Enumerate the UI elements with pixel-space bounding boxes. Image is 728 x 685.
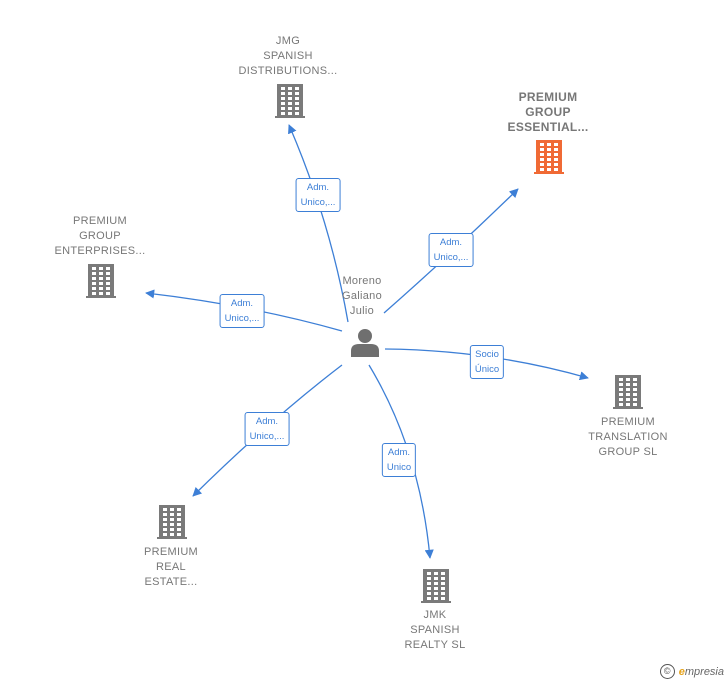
node-label-translation[interactable]: PREMIUM TRANSLATION GROUP SL — [588, 415, 668, 460]
edge-label-jmg-line: Unico,... — [300, 197, 336, 208]
edge-label-enterprises-line: Unico,... — [224, 313, 260, 324]
edge-label-translation-line: Socio — [475, 349, 499, 360]
node-label-jmg-line: JMG — [275, 35, 301, 47]
edge-label-enterprises[interactable]: Adm. Unico,... — [219, 294, 265, 328]
node-label-jmg-line: SPANISH — [263, 50, 313, 62]
node-label-jmk-line: REALTY SL — [404, 639, 466, 651]
edge-label-jmk-line: Adm. — [387, 447, 411, 458]
node-label-jmg[interactable]: JMG SPANISH DISTRIBUTIONS... — [239, 34, 338, 79]
edge-label-realestate[interactable]: Adm. Unico,... — [244, 412, 290, 446]
edge-label-translation-line: Único — [474, 364, 500, 375]
node-label-essential-line: ESSENTIAL... — [507, 120, 589, 134]
edge-label-essential[interactable]: Adm. Unico,... — [428, 233, 474, 267]
node-label-enterprises-line: GROUP — [79, 230, 121, 242]
building-icon-essential[interactable] — [534, 140, 564, 174]
edge-label-jmg-line: Adm. — [306, 182, 330, 193]
node-label-essential-line: GROUP — [525, 105, 571, 119]
node-label-enterprises-line: ENTERPRISES... — [54, 245, 146, 257]
building-icon-translation[interactable] — [613, 375, 643, 409]
edge-label-jmk[interactable]: Adm. Unico — [381, 443, 417, 477]
edge-label-jmg[interactable]: Adm. Unico,... — [295, 178, 341, 212]
node-label-translation-line: TRANSLATION — [588, 431, 668, 443]
brand-logo[interactable]: empresia — [678, 665, 724, 678]
node-label-jmk-line: JMK — [423, 609, 447, 621]
node-label-realestate-line: ESTATE... — [144, 576, 198, 588]
node-label-enterprises[interactable]: PREMIUM GROUP ENTERPRISES... — [55, 214, 146, 259]
building-icon-realestate[interactable] — [157, 505, 187, 539]
node-label-translation-line: GROUP SL — [598, 446, 658, 458]
center-person-label-line: Galiano — [341, 290, 383, 302]
node-label-jmk-line: SPANISH — [410, 624, 460, 636]
node-label-realestate-line: REAL — [156, 561, 186, 573]
node-label-realestate-line: PREMIUM — [143, 546, 199, 558]
footer: © empresia — [659, 664, 724, 679]
edge-label-essential-line: Adm. — [439, 237, 463, 248]
node-label-essential-line: PREMIUM — [518, 90, 578, 104]
node-label-jmk[interactable]: JMK SPANISH REALTY SL — [405, 608, 466, 653]
edge-label-enterprises-line: Adm. — [230, 298, 254, 309]
building-icon-jmg[interactable] — [275, 84, 305, 118]
edge-label-realestate-line: Adm. — [255, 416, 279, 427]
edge-jmg — [288, 124, 349, 323]
copyright-icon: © — [659, 664, 675, 679]
edge-label-essential-line: Unico,... — [433, 252, 469, 263]
edge-label-jmk-line: Unico — [386, 462, 412, 473]
building-icon-jmk[interactable] — [421, 569, 451, 603]
person-icon[interactable] — [351, 329, 379, 357]
center-person-label-line: Moreno — [342, 275, 382, 287]
node-label-jmg-line: DISTRIBUTIONS... — [238, 65, 338, 77]
edge-label-realestate-line: Unico,... — [249, 431, 285, 442]
center-person-label-line: Julio — [349, 305, 375, 317]
node-label-translation-line: PREMIUM — [600, 416, 656, 428]
node-label-enterprises-line: PREMIUM — [72, 215, 128, 227]
building-icon-enterprises[interactable] — [86, 264, 116, 298]
node-label-realestate[interactable]: PREMIUM REAL ESTATE... — [144, 545, 198, 590]
